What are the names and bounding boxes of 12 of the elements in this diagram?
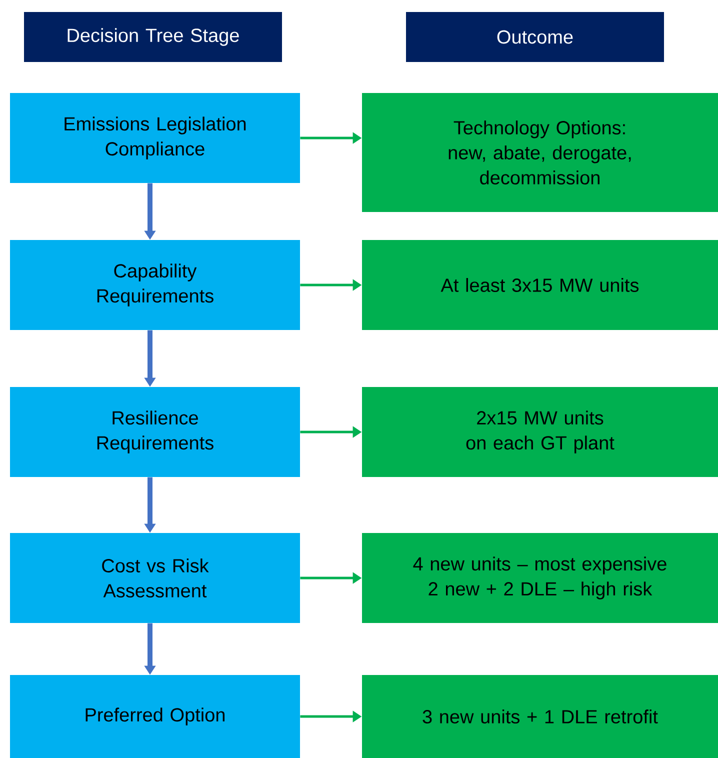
stage-box: Emissions Legislation Compliance xyxy=(10,93,300,183)
header-box: Decision Tree Stage xyxy=(24,12,282,62)
outcome-box: Technology Options: new, abate, derogate, decommission xyxy=(362,93,718,212)
outcome-box: 2x15 MW units on each GT plant xyxy=(362,387,718,477)
outcome-box: At least 3x15 MW units xyxy=(362,240,718,330)
header-box: Outcome xyxy=(406,12,664,62)
stage-box: Preferred Option xyxy=(10,675,300,758)
outcome-box: 3 new units + 1 DLE retrofit xyxy=(362,675,718,758)
stage-box: Capability Requirements xyxy=(10,240,300,330)
stage-box: Cost vs Risk Assessment xyxy=(10,533,300,623)
outcome-box: 4 new units – most expensive 2 new + 2 DLE – high risk xyxy=(362,533,718,623)
stage-box: Resilience Requirements xyxy=(10,387,300,477)
